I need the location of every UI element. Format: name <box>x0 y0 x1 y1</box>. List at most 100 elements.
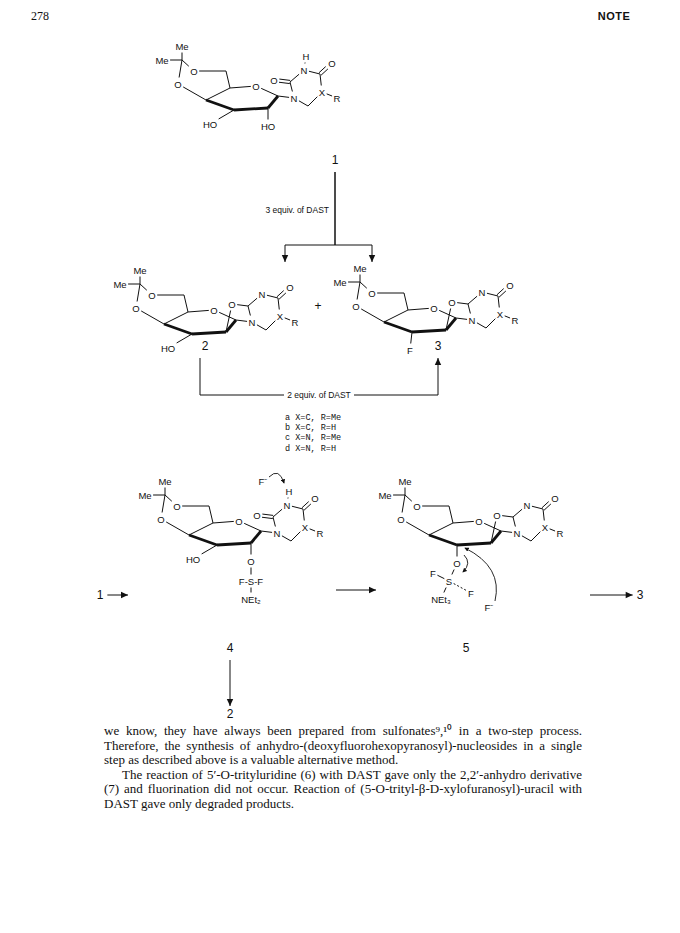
bold-bond <box>429 535 457 545</box>
atom-label: N <box>291 93 298 104</box>
atom-label: O <box>506 280 513 291</box>
double-bond <box>304 504 311 510</box>
bond <box>531 532 540 541</box>
atom-label: F <box>407 345 413 356</box>
bond <box>219 312 236 320</box>
bond <box>213 521 234 523</box>
compound-number: 2 <box>202 340 209 352</box>
bond <box>170 60 182 61</box>
atom-label: O <box>173 501 180 512</box>
bond <box>183 87 206 100</box>
atom-label: N <box>259 289 266 300</box>
bond <box>182 53 183 61</box>
atom-label: O <box>247 556 254 567</box>
bond <box>453 521 474 523</box>
bond <box>188 310 209 312</box>
bond <box>164 312 188 324</box>
bond <box>308 97 317 106</box>
bond <box>457 303 468 304</box>
bold-bond <box>206 100 234 110</box>
arrow-line <box>335 172 372 262</box>
bond <box>290 82 292 92</box>
bond <box>468 296 477 304</box>
atom-label: O <box>430 303 437 314</box>
bond <box>402 495 405 513</box>
double-bond <box>499 291 506 297</box>
bond <box>550 529 555 531</box>
arrowhead <box>369 587 376 593</box>
bond <box>422 506 449 507</box>
bond <box>206 88 230 100</box>
bold-bond <box>164 324 192 334</box>
bond <box>257 325 266 330</box>
bond <box>502 516 513 517</box>
atom-label: O <box>311 493 318 504</box>
double-bond <box>262 514 273 515</box>
atom-label: O <box>228 299 235 310</box>
structural-formula <box>128 277 290 343</box>
atom-label: X <box>542 522 548 533</box>
bond <box>189 523 213 535</box>
bond <box>309 71 320 74</box>
bold-bond <box>251 531 261 543</box>
reaction-arrow <box>336 587 376 593</box>
atom-label: F⁻ <box>485 601 494 614</box>
bond <box>182 60 189 66</box>
atom-label: HO <box>261 121 275 132</box>
bond <box>219 110 234 119</box>
bond <box>261 88 278 96</box>
bond <box>452 570 454 575</box>
bond <box>406 522 429 535</box>
bond <box>299 101 308 106</box>
bond <box>320 74 321 86</box>
compound-box: 4 <box>128 462 336 660</box>
arrowhead <box>121 592 128 598</box>
atom-label: F <box>430 568 436 579</box>
bond <box>251 588 252 593</box>
atom-label: H <box>303 51 310 62</box>
atom-label: O <box>252 81 259 92</box>
atom-label: O <box>368 288 375 299</box>
double-bond <box>279 293 286 299</box>
bond <box>237 305 248 306</box>
bond <box>405 488 406 496</box>
atom-label: O <box>328 58 335 69</box>
bond <box>532 506 543 509</box>
bold-bond <box>234 108 268 110</box>
bond <box>404 293 408 310</box>
atom-label: Me <box>158 476 171 487</box>
bond <box>278 298 279 310</box>
bond <box>230 86 251 88</box>
bond <box>377 293 404 294</box>
bond <box>261 531 272 532</box>
atom-label: HO <box>161 343 175 354</box>
structural-formula <box>348 275 510 344</box>
bond <box>165 495 172 501</box>
bond <box>157 295 184 296</box>
substituent-key: c X=N, R=Me <box>285 433 341 443</box>
bond <box>248 306 250 316</box>
atom-label: R <box>557 528 564 539</box>
atom-label: Me <box>133 265 146 276</box>
atom-label: O <box>253 510 260 521</box>
atom-label: N <box>284 500 291 511</box>
arrowhead <box>282 255 288 262</box>
bond <box>543 509 544 521</box>
atom-label: O <box>493 510 500 521</box>
atom-label: O <box>453 558 460 569</box>
reaction-arrow <box>590 592 633 598</box>
curved-arrow <box>269 473 284 483</box>
structural-formula <box>170 53 332 120</box>
atom-label: O <box>475 516 482 527</box>
bond <box>162 495 165 513</box>
compound-number: 1 <box>97 589 104 601</box>
bond <box>457 545 458 557</box>
double-bond <box>544 504 551 510</box>
bond <box>454 584 467 591</box>
bond <box>202 545 217 554</box>
bond <box>285 318 290 320</box>
electron-arrows <box>269 473 284 483</box>
atom-label: HO <box>203 119 217 130</box>
atom-label: R <box>292 317 299 328</box>
